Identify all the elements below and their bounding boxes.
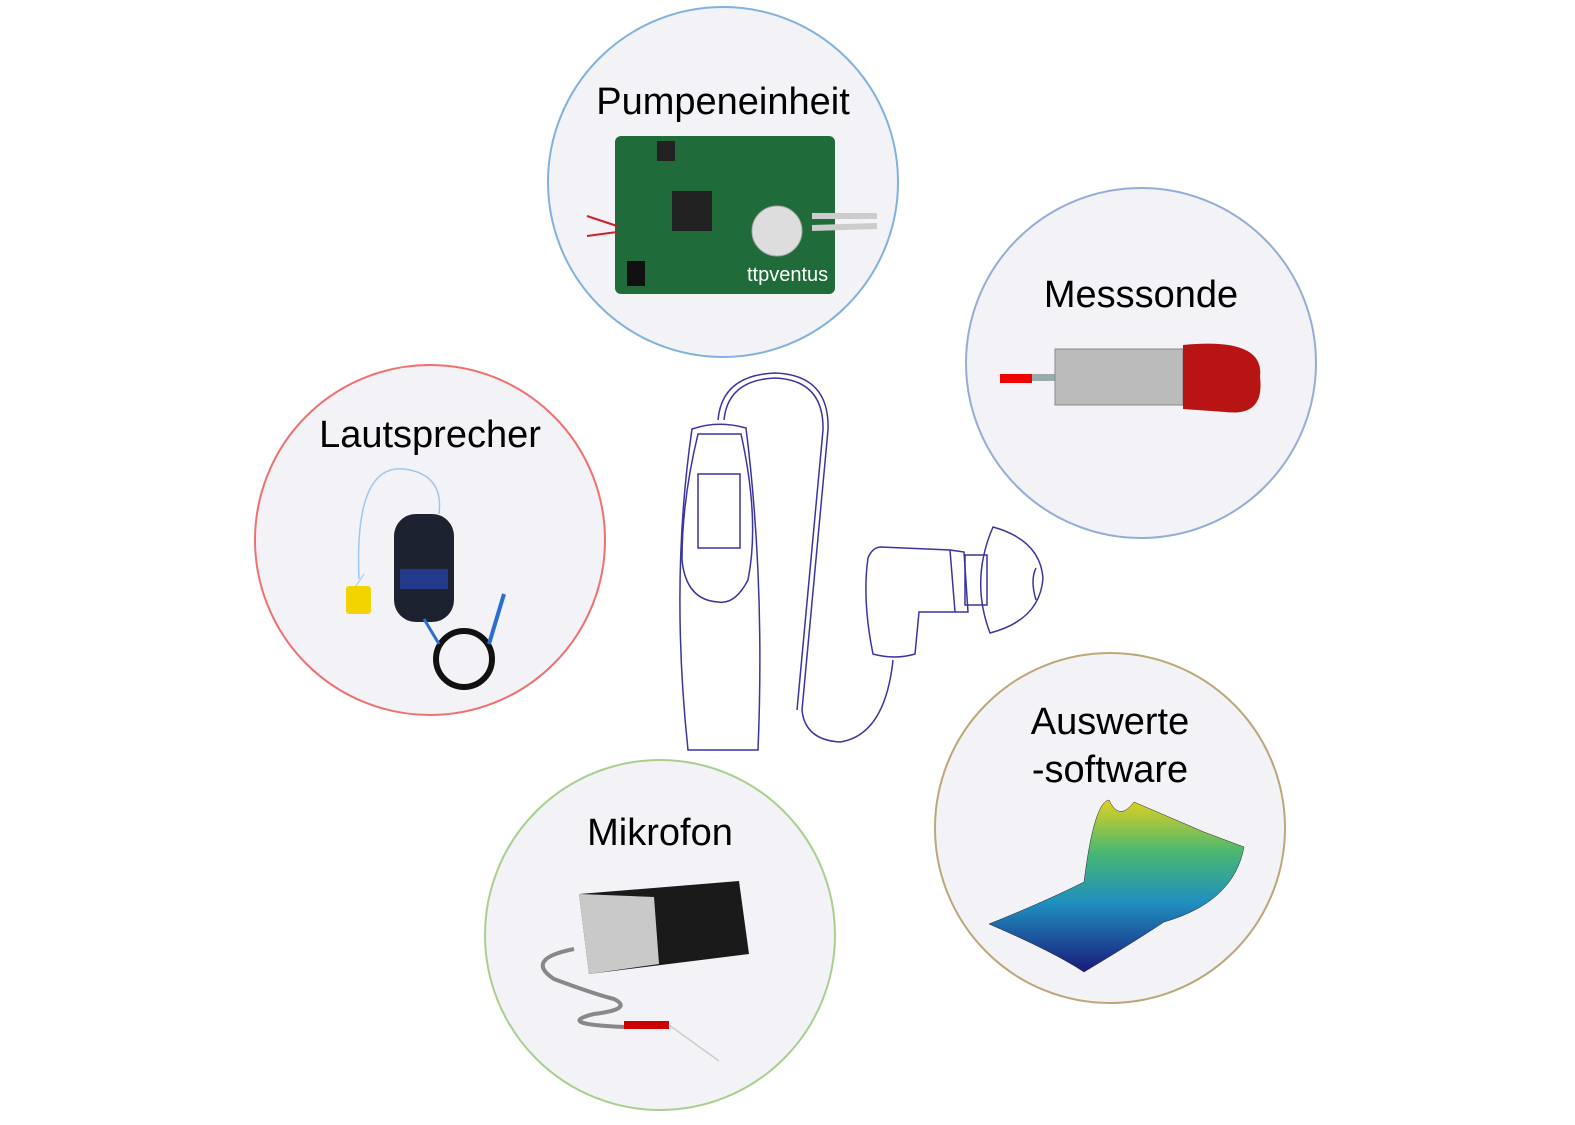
device-body: [679, 423, 761, 751]
microphone-circle: Mikrofon: [484, 759, 836, 1111]
ear-tip: [979, 526, 1044, 634]
device-display: [697, 473, 741, 549]
speaker-label: Lautsprecher: [319, 414, 541, 456]
earpiece-body: [865, 546, 956, 658]
software-circle: Auswerte -software: [934, 652, 1286, 1004]
speaker-circle: Lautsprecher: [254, 364, 606, 716]
3d-surface-plot-image: [988, 799, 1245, 973]
probe-circle: Messsonde: [965, 187, 1317, 539]
svg-text:ttpventus: ttpventus: [747, 264, 828, 286]
software-label-line2: -software: [1031, 749, 1189, 791]
microphone-system-image: [540, 881, 749, 1062]
software-label-line1: Auswerte: [1030, 701, 1190, 743]
probe-image: [1000, 343, 1261, 413]
microphone-label: Mikrofon: [587, 812, 733, 854]
pump-board-image: ttpventus: [586, 136, 878, 294]
speaker-image: [346, 468, 506, 690]
probe-label: Messsonde: [1043, 274, 1239, 316]
pump-unit-circle: Pumpeneinheit ttpventus: [547, 6, 899, 358]
device-cable: [717, 372, 894, 743]
pump-unit-label: Pumpeneinheit: [596, 81, 850, 123]
